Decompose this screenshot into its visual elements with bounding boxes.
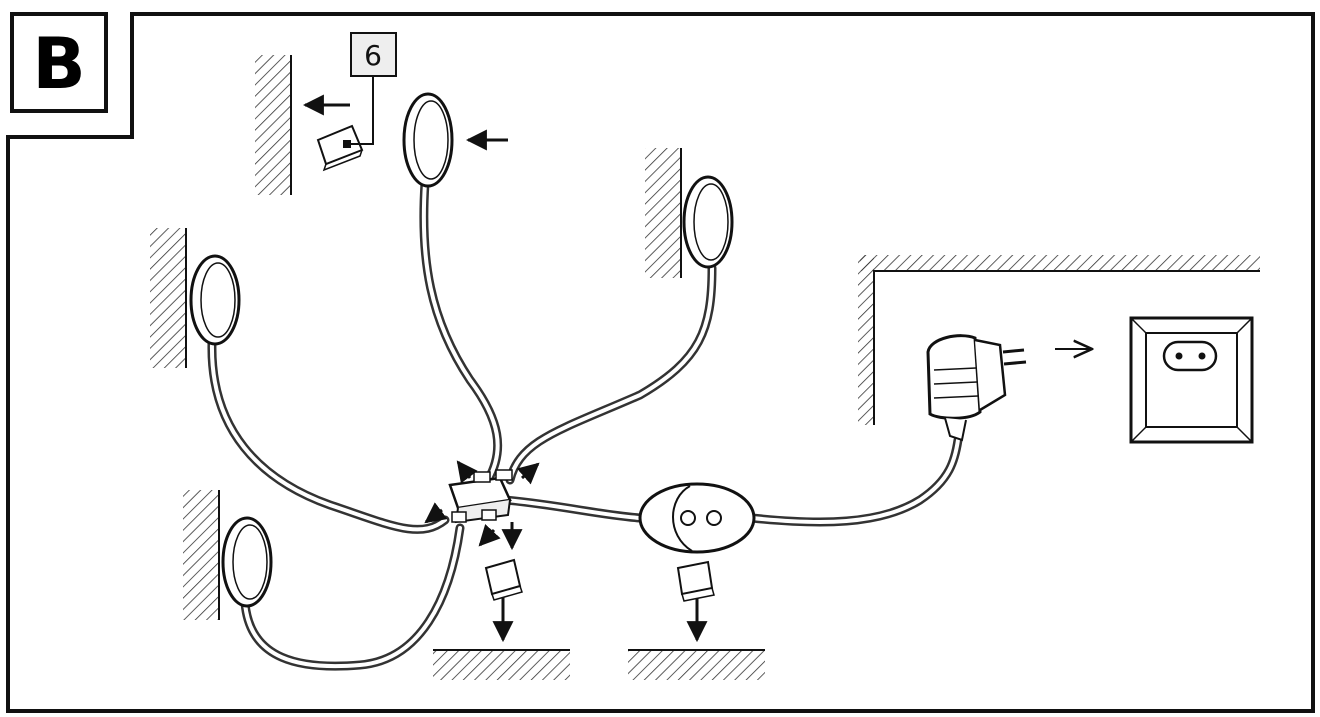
- plug-pin-2: [1003, 360, 1027, 366]
- floor-hatch-left: [433, 650, 570, 680]
- cable-group: [207, 178, 963, 671]
- outer-frame: [6, 12, 1315, 713]
- wall-socket: [1129, 316, 1254, 444]
- wall-hatch-group: [150, 55, 1260, 680]
- wall-hatch-corner-side: [858, 255, 874, 425]
- puck-light-3: [682, 175, 734, 269]
- cable-light-4: [240, 523, 465, 671]
- switch-button-1: [680, 510, 696, 526]
- cable-adapter: [747, 435, 963, 527]
- panel-label-box: B: [10, 12, 108, 113]
- puck-light-1: [189, 254, 241, 346]
- plug-pin-1: [1002, 348, 1025, 354]
- wall-hatch-top-left: [255, 55, 291, 195]
- wall-hatch-bottom-left: [183, 490, 219, 620]
- power-adapter: [926, 334, 1027, 442]
- puck-light-2: [402, 92, 454, 188]
- callout-box: 6: [350, 32, 397, 145]
- adhesive-pad-distributor: [484, 558, 523, 643]
- wall-hatch-right: [645, 148, 681, 278]
- adhesive-pad-top: [316, 124, 364, 172]
- floor-hatch-right: [628, 650, 765, 680]
- inline-switch: [638, 482, 756, 554]
- cable-light-3: [505, 263, 717, 485]
- cable-light-2: [419, 178, 503, 485]
- distributor-arrows: [424, 460, 540, 551]
- wall-hatch-left: [150, 228, 186, 368]
- cable-light-1: [207, 338, 450, 534]
- switch-button-2: [706, 510, 722, 526]
- socket-hole-2: [1198, 352, 1206, 360]
- distributor-box: [448, 469, 513, 524]
- wall-hatch-corner-top: [860, 255, 1260, 271]
- callout-number: 6: [364, 39, 382, 72]
- socket-hole-1: [1175, 352, 1183, 360]
- panel-label: B: [32, 23, 85, 105]
- adhesive-pad-switch: [676, 560, 715, 643]
- puck-light-4: [221, 516, 273, 608]
